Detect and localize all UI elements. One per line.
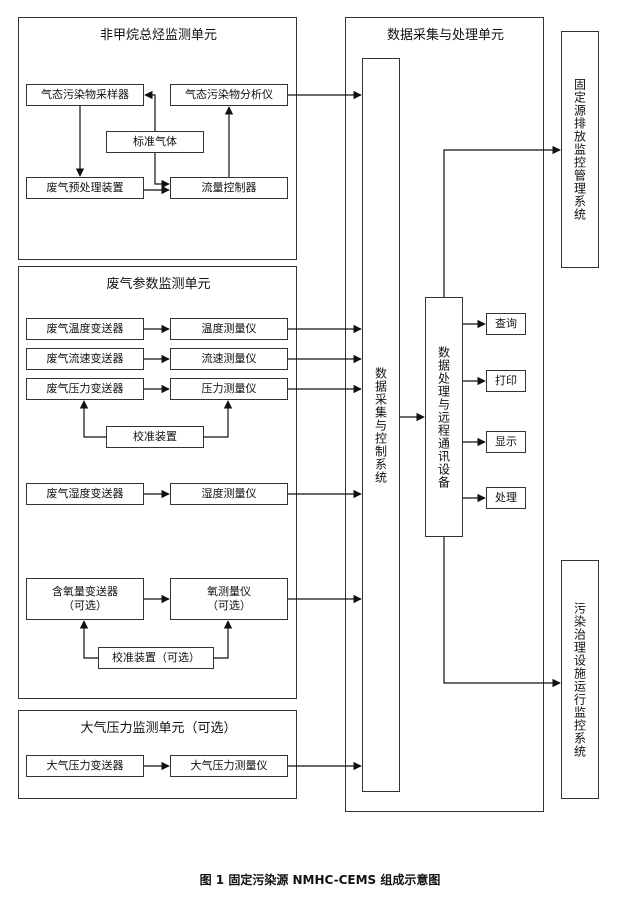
comm-device-label: 数据处理与远程通讯设备 xyxy=(436,345,451,489)
atmospheric-pressure-unit: 大气压力监测单元（可选） xyxy=(18,710,297,799)
process-box: 处理 xyxy=(486,487,526,509)
flow-velocity-transmitter-box: 废气流速变送器 xyxy=(26,348,144,370)
exhaust-parameter-unit: 废气参数监测单元 xyxy=(18,266,297,699)
query-box: 查询 xyxy=(486,313,526,335)
oxygen-meter-box: 氧测量仪 （可选） xyxy=(170,578,288,620)
gas-sampler-box: 气态污染物采样器 xyxy=(26,84,144,106)
oxygen-calib-to-meter-arrow xyxy=(214,620,233,659)
print-box: 打印 xyxy=(486,370,526,392)
atm-unit-title: 大气压力监测单元（可选） xyxy=(80,721,237,736)
pretreatment-box: 废气预处理装置 xyxy=(26,177,144,199)
figure-caption: 图 1 固定污染源 NMHC-CEMS 组成示意图 xyxy=(199,873,441,887)
atm-pressure-transmitter-box: 大气压力变送器 xyxy=(26,755,144,777)
standard-gas-to-sampler-arrow xyxy=(144,90,156,131)
data-processing-comm-device: 数据处理与远程通讯设备 xyxy=(425,297,463,537)
pressure-transmitter-box: 废气压力变送器 xyxy=(26,378,144,400)
temperature-meter-box: 温度测量仪 xyxy=(170,318,288,340)
calibration-device-box: 校准装置 xyxy=(106,426,204,448)
pressure-meter-box: 压力测量仪 xyxy=(170,378,288,400)
oxygen-calib-to-tx-arrow xyxy=(79,620,98,659)
calibration-to-press-meter-arrow xyxy=(204,400,233,438)
exhaust-unit-title: 废气参数监测单元 xyxy=(106,277,211,292)
treatment-facility-monitoring-system: 污染治理设施运行监控系统 xyxy=(561,560,599,799)
nmhc-monitoring-unit: 非甲烷总烃监测单元 xyxy=(18,17,297,260)
treatment-system-label: 污染治理设施运行监控系统 xyxy=(572,601,587,758)
data-acquisition-control-system: 数据采集与控制系统 xyxy=(362,58,400,792)
fixed-source-label: 固定源排放监控管理系统 xyxy=(572,78,587,221)
flow-velocity-meter-box: 流速测量仪 xyxy=(170,348,288,370)
comm-to-treatment-arrow xyxy=(443,537,561,688)
control-system-label: 数据采集与控制系统 xyxy=(373,366,388,484)
atm-pressure-meter-box: 大气压力测量仪 xyxy=(170,755,288,777)
oxygen-transmitter-box: 含氧量变送器 （可选） xyxy=(26,578,144,620)
standard-gas-box: 标准气体 xyxy=(106,131,204,153)
data-acquisition-unit: 数据采集与处理单元 xyxy=(345,17,544,812)
humidity-transmitter-box: 废气湿度变送器 xyxy=(26,483,144,505)
fixed-source-monitoring-system: 固定源排放监控管理系统 xyxy=(561,31,599,268)
display-box: 显示 xyxy=(486,431,526,453)
flow-controller-box: 流量控制器 xyxy=(170,177,288,199)
comm-to-fixed-source-arrow xyxy=(443,145,561,297)
gas-analyzer-box: 气态污染物分析仪 xyxy=(170,84,288,106)
temperature-transmitter-box: 废气温度变送器 xyxy=(26,318,144,340)
daq-unit-title: 数据采集与处理单元 xyxy=(386,28,504,43)
calibration-to-press-tx-arrow xyxy=(79,400,106,438)
humidity-meter-box: 湿度测量仪 xyxy=(170,483,288,505)
nmhc-unit-title: 非甲烷总烃监测单元 xyxy=(99,28,217,43)
oxygen-calibration-box: 校准装置（可选） xyxy=(98,647,214,669)
standard-gas-to-pretreatment-arrow xyxy=(154,153,170,189)
